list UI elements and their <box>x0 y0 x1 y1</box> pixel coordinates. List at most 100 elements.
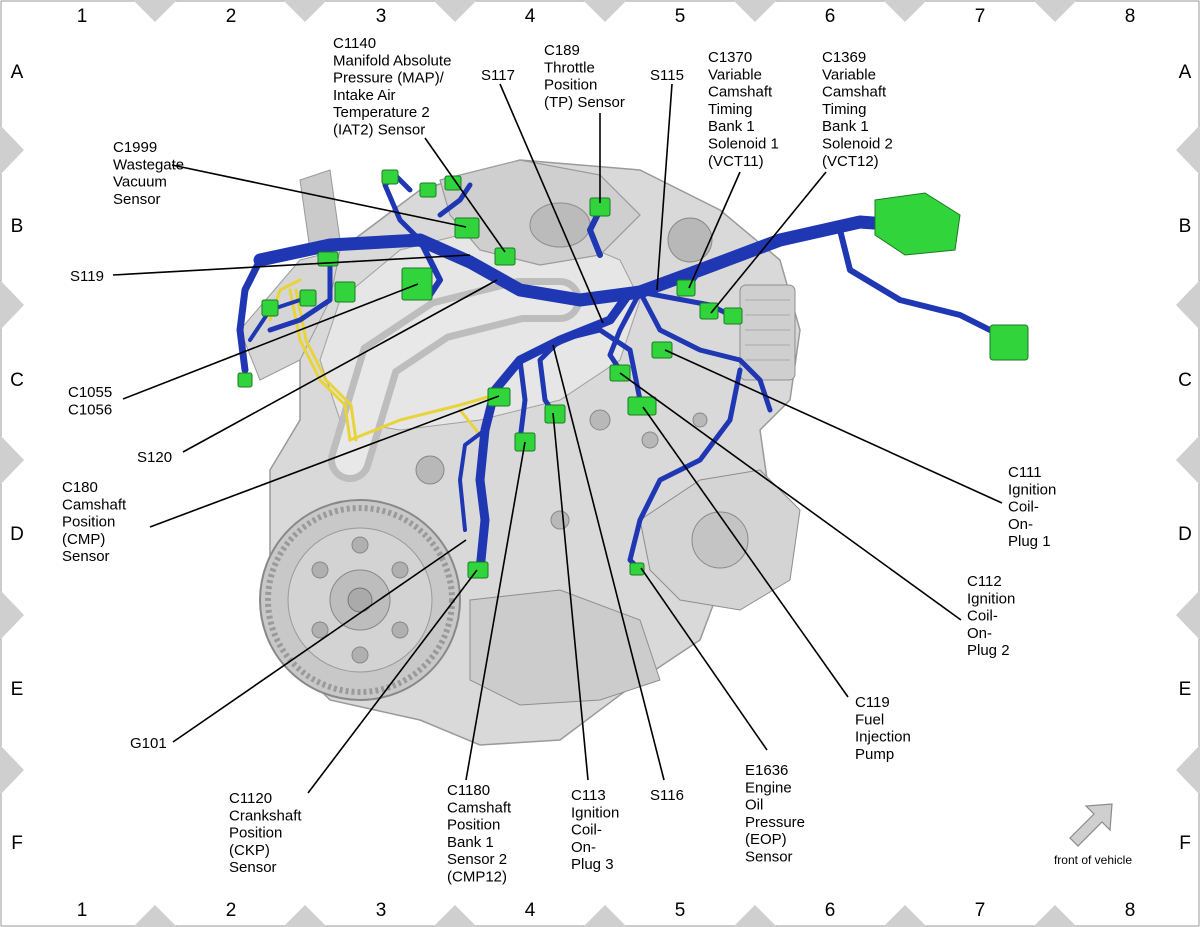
callout-line: Sensor <box>229 859 277 876</box>
callout-line: S115 <box>650 67 684 84</box>
frame-marker <box>1033 905 1077 927</box>
column-label-bottom: 4 <box>525 900 536 921</box>
callout-line: Coil- <box>571 822 602 839</box>
callout-line: C1120 <box>229 790 272 807</box>
callout-line: (EOP) <box>745 831 787 848</box>
row-label-right: F <box>1179 833 1191 854</box>
callout-line: Timing <box>822 101 866 118</box>
callout-line: G101 <box>130 735 167 752</box>
callout-line: (VCT12) <box>822 153 879 170</box>
callout-line: Bank 1 <box>708 118 755 135</box>
callout-line: Sensor 2 <box>447 851 507 868</box>
callout-line: Coil- <box>1008 499 1039 516</box>
callout-line: Bank 1 <box>447 834 494 851</box>
callout-line: Plug 2 <box>967 642 1010 659</box>
row-label-left: E <box>11 679 24 700</box>
callout-line: C1055 <box>68 384 112 401</box>
callout-line: Position <box>544 77 597 94</box>
callout-line: Pressure (MAP)/ <box>333 70 445 87</box>
callout-line: Sensor <box>745 849 793 866</box>
row-label-left: C <box>10 370 24 391</box>
callout-g101: G101 <box>130 735 167 752</box>
callout-line: C1369 <box>822 49 866 66</box>
callout-line: (IAT2) Sensor <box>333 122 425 139</box>
frame-marker <box>0 280 24 330</box>
callout-line: Solenoid 2 <box>822 136 893 153</box>
callout-line: (TP) Sensor <box>544 94 625 111</box>
row-label-right: B <box>1179 216 1192 237</box>
column-label-top: 8 <box>1125 6 1136 27</box>
callout-line: Injection <box>855 729 911 746</box>
frame-marker <box>283 905 327 927</box>
callout-line: Sensor <box>113 191 161 208</box>
callout-line: (CMP) <box>62 531 105 548</box>
frame-marker <box>1176 125 1200 175</box>
row-label-left: B <box>11 216 24 237</box>
column-label-top: 3 <box>376 6 387 27</box>
callout-line: Bank 1 <box>822 118 869 135</box>
callout-line: On- <box>1008 516 1033 533</box>
callout-line: Position <box>229 825 282 842</box>
frame-marker <box>0 125 24 175</box>
callout-line: S117 <box>481 67 515 84</box>
callout-line: S120 <box>137 449 172 466</box>
frame-marker <box>0 590 24 640</box>
callout-line: Ignition <box>571 804 619 821</box>
callout-line: (CKP) <box>229 842 270 859</box>
frame-marker <box>1176 590 1200 640</box>
callout-line: Ignition <box>967 590 1015 607</box>
frame-marker <box>133 0 177 22</box>
callout-line: Wastegate <box>113 156 184 173</box>
callout-line: Engine <box>745 779 792 796</box>
callout-line: Crankshaft <box>229 807 302 824</box>
callout-line: Camshaft <box>62 496 127 513</box>
callout-line: On- <box>967 625 992 642</box>
callout-line: Plug 1 <box>1008 533 1051 550</box>
callout-line: C111 <box>1008 464 1042 481</box>
frame-marker <box>883 0 927 22</box>
callout-line: C113 <box>571 787 606 804</box>
column-label-top: 6 <box>825 6 836 27</box>
column-label-top: 7 <box>975 6 986 27</box>
column-label-top: 1 <box>77 6 88 27</box>
callout-line: C180 <box>62 479 98 496</box>
row-label-right: D <box>1178 524 1192 545</box>
callout-line: Oil <box>745 797 763 814</box>
callout-line: Plug 3 <box>571 856 614 873</box>
callout-line: C1180 <box>447 782 490 799</box>
callout-line: Variable <box>822 66 876 83</box>
callout-line: Vacuum <box>113 174 167 191</box>
column-label-bottom: 6 <box>825 900 836 921</box>
frame-marker <box>733 905 777 927</box>
leader-lines <box>112 83 1003 794</box>
callout-line: S119 <box>70 268 104 285</box>
column-label-top: 4 <box>525 6 536 27</box>
row-label-right: A <box>1179 62 1192 83</box>
callout-line: Throttle <box>544 59 595 76</box>
frame-marker <box>1176 745 1200 795</box>
callout-line: Camshaft <box>822 84 887 101</box>
callout-line: Position <box>447 817 500 834</box>
callout-line: Temperature 2 <box>333 104 430 121</box>
frame-marker <box>433 0 477 22</box>
front-of-vehicle-caption: front of vehicle <box>1054 853 1132 867</box>
column-label-bottom: 3 <box>376 900 387 921</box>
callout-line: S116 <box>650 787 684 804</box>
column-label-bottom: 8 <box>1125 900 1136 921</box>
callout-line: C189 <box>544 42 580 59</box>
frame-marker <box>133 905 177 927</box>
callout-line: C119 <box>855 694 890 711</box>
